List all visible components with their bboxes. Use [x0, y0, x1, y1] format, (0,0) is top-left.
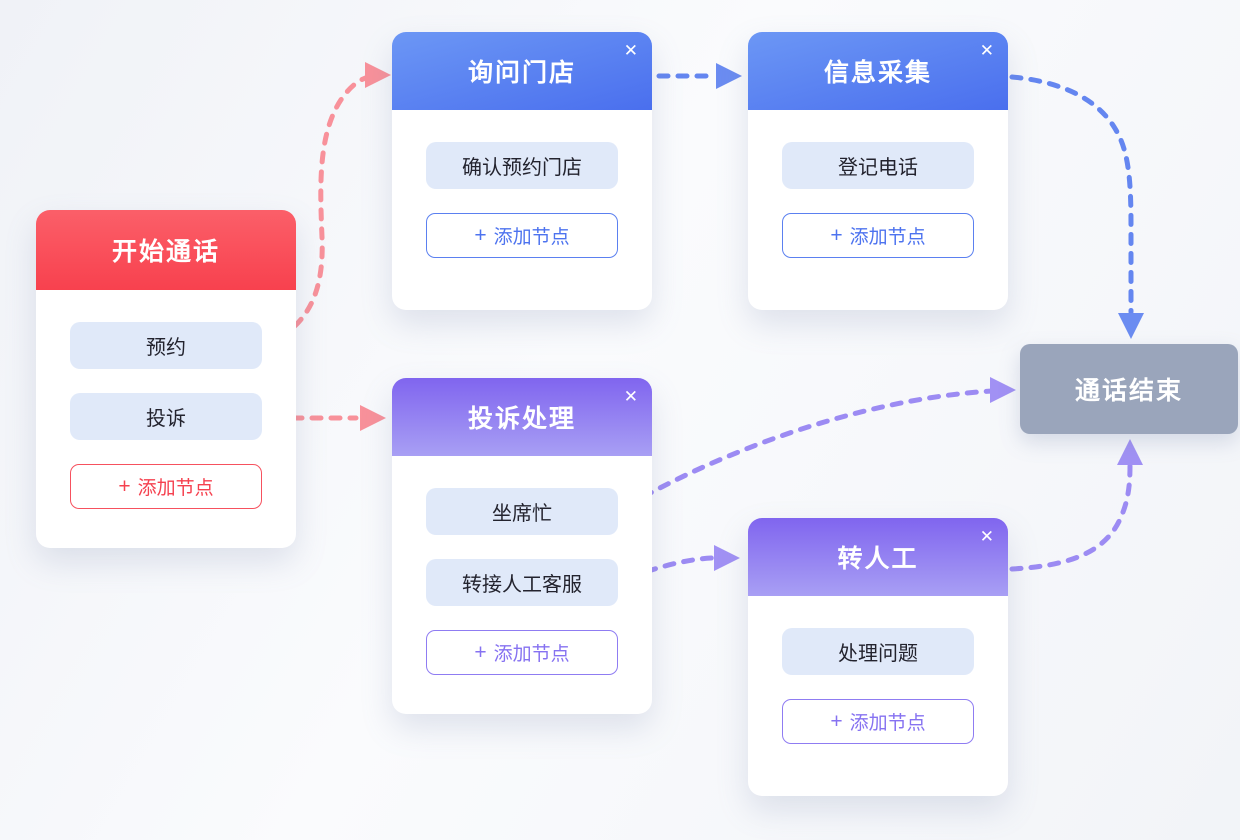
add-node-button[interactable]: + 添加节点 — [782, 213, 974, 258]
node-item-confirm-store[interactable]: 确认预约门店 — [426, 142, 618, 189]
add-node-button[interactable]: + 添加节点 — [782, 699, 974, 744]
node-title: 信息采集 — [823, 59, 932, 87]
node-start-body: 预约 投诉 + 添加节点 — [36, 290, 296, 509]
node-transfer-header[interactable]: 转人工 ✕ — [748, 518, 1008, 596]
add-node-label: 添加节点 — [849, 713, 926, 734]
arrowhead-to-end-left — [990, 377, 1016, 403]
node-card-start[interactable]: 开始通话 预约 投诉 + 添加节点 — [36, 210, 296, 548]
edge-start-yuyue-to-ask — [260, 73, 375, 349]
node-title: 转人工 — [837, 545, 919, 573]
node-complaint-header[interactable]: 投诉处理 ✕ — [392, 378, 652, 456]
add-node-label: 添加节点 — [849, 227, 926, 248]
arrowhead-to-complain — [360, 405, 386, 431]
node-info-body: 登记电话 + 添加节点 — [748, 110, 1008, 258]
add-node-button[interactable]: + 添加节点 — [426, 213, 618, 258]
edge-zuoxi-to-end — [624, 388, 995, 509]
plus-icon: + — [118, 475, 131, 498]
add-node-label: 添加节点 — [493, 644, 570, 665]
edge-info-to-end — [1009, 74, 1134, 315]
plus-icon: + — [830, 710, 843, 733]
node-title: 开始通话 — [111, 238, 220, 266]
plus-icon: + — [474, 641, 487, 664]
add-node-button[interactable]: + 添加节点 — [426, 630, 618, 675]
node-ask-body: 确认预约门店 + 添加节点 — [392, 110, 652, 258]
node-end[interactable]: 通话结束 — [1020, 344, 1238, 434]
close-icon[interactable]: ✕ — [619, 37, 643, 64]
close-icon[interactable]: ✕ — [975, 523, 999, 550]
close-icon[interactable]: ✕ — [975, 37, 999, 64]
node-item-agent-busy[interactable]: 坐席忙 — [426, 488, 618, 535]
node-card-complaint[interactable]: 投诉处理 ✕ 坐席忙 转接人工客服 + 添加节点 — [392, 378, 652, 714]
arrowhead-to-info — [716, 63, 742, 89]
node-item-yuyue[interactable]: 预约 — [70, 322, 262, 369]
node-complaint-body: 坐席忙 转接人工客服 + 添加节点 — [392, 456, 652, 675]
plus-icon: + — [474, 224, 487, 247]
add-node-label: 添加节点 — [137, 478, 214, 499]
arrowhead-to-transfer — [714, 545, 740, 571]
node-title: 投诉处理 — [467, 405, 576, 433]
add-node-label: 添加节点 — [493, 227, 570, 248]
node-transfer-body: 处理问题 + 添加节点 — [748, 596, 1008, 744]
node-card-transfer[interactable]: 转人工 ✕ 处理问题 + 添加节点 — [748, 518, 1008, 796]
close-icon[interactable]: ✕ — [619, 383, 643, 410]
node-start-header[interactable]: 开始通话 — [36, 210, 296, 290]
node-ask-header[interactable]: 询问门店 ✕ — [392, 32, 652, 110]
node-item-handle-issue[interactable]: 处理问题 — [782, 628, 974, 675]
node-title: 询问门店 — [467, 59, 576, 87]
node-item-tousu[interactable]: 投诉 — [70, 393, 262, 440]
edge-transfer-to-end — [1009, 463, 1133, 572]
node-item-to-human[interactable]: 转接人工客服 — [426, 559, 618, 606]
node-card-ask-store[interactable]: 询问门店 ✕ 确认预约门店 + 添加节点 — [392, 32, 652, 310]
node-info-header[interactable]: 信息采集 ✕ — [748, 32, 1008, 110]
node-card-info-collect[interactable]: 信息采集 ✕ 登记电话 + 添加节点 — [748, 32, 1008, 310]
plus-icon: + — [830, 224, 843, 247]
add-node-button[interactable]: + 添加节点 — [70, 464, 262, 509]
node-item-register-phone[interactable]: 登记电话 — [782, 142, 974, 189]
arrowhead-to-end-bottom — [1117, 439, 1143, 465]
arrowhead-to-ask — [365, 62, 391, 88]
arrowhead-to-end-top — [1118, 313, 1144, 339]
